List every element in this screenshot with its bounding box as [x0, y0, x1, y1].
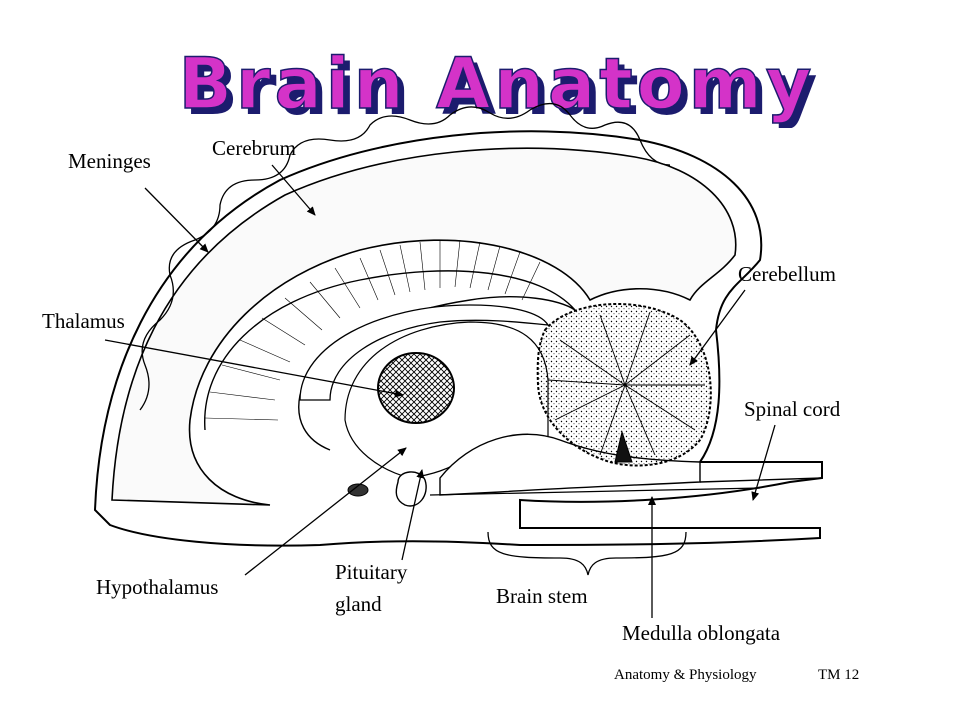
slide-title: Brain Anatomy [179, 48, 816, 125]
thalamus-pointer [104, 339, 404, 398]
ventricle [299, 304, 550, 401]
slide-title-shadow: Brain Anatomy [185, 49, 822, 128]
cerebellum-folia [547, 311, 705, 456]
fourth-ventricle [614, 430, 633, 463]
pituitary-dark-spot [347, 483, 369, 497]
brain-stem-bracket [487, 531, 687, 576]
spinal-cord-pointer [751, 424, 776, 501]
slide-title-graphic: Brain Anatomy Brain Anatomy [178, 48, 822, 128]
footer-course: Anatomy & Physiology [614, 667, 757, 683]
label-brain-stem: Brain stem [496, 584, 588, 608]
label-hypothalamus: Hypothalamus [96, 575, 219, 599]
footer-code: TM 12 [818, 667, 860, 683]
thalamus-shape [377, 352, 455, 424]
pons-line [429, 487, 761, 496]
label-pituitary-line2: gland [335, 592, 382, 616]
hypothalamus-pointer [244, 447, 407, 576]
meninges-pointer [144, 187, 209, 253]
pituitary-pointer [401, 469, 425, 561]
label-cerebrum: Cerebrum [212, 136, 296, 160]
label-spinal-cord: Spinal cord [744, 397, 841, 421]
label-meninges: Meninges [68, 149, 151, 173]
spinal-cord-shape [699, 461, 823, 483]
label-medulla-oblongata: Medulla oblongata [622, 621, 781, 645]
cerebrum-pointer [271, 164, 316, 216]
cerebellum-pointer [689, 289, 746, 366]
label-cerebellum: Cerebellum [738, 262, 836, 286]
label-pituitary-line1: Pituitary [335, 560, 408, 584]
cerebrum-cortex [111, 147, 737, 506]
pituitary-shape [395, 471, 427, 507]
label-thalamus: Thalamus [42, 309, 125, 333]
white-matter-fibers [204, 239, 541, 421]
cerebrum-gyri [139, 103, 671, 411]
pointer-lines [104, 164, 776, 618]
